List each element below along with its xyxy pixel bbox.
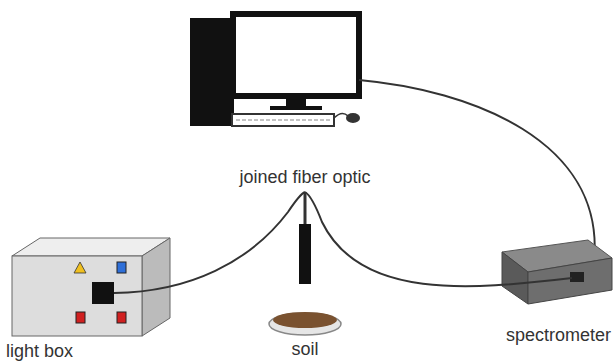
sample-label: soil (291, 340, 318, 360)
mouse (346, 113, 360, 123)
monitor-stand (286, 98, 306, 107)
petri-dish (269, 313, 341, 335)
red-switch (76, 312, 85, 323)
red-switch (117, 312, 126, 323)
component-label: light box (6, 342, 73, 362)
keyboard (232, 114, 334, 126)
component-label: spectrometer (506, 326, 611, 346)
keyboard-keys (236, 120, 330, 121)
fiber-optic (305, 192, 572, 286)
mouse-cord (334, 113, 348, 118)
spectrometer-port (570, 272, 584, 282)
computer-tower (190, 18, 234, 126)
data-cable (359, 80, 595, 262)
light-port (92, 282, 114, 304)
soil-sample (273, 312, 337, 328)
blue-button (117, 262, 126, 273)
fiber-optic (304, 192, 307, 226)
warning-symbol (74, 262, 86, 273)
fiber-probe (299, 224, 311, 284)
fiber-optic (114, 192, 305, 293)
monitor-base (270, 106, 322, 110)
spectrometer-side (502, 252, 528, 304)
fiber-label: joined fiber optic (239, 168, 370, 188)
monitor (233, 14, 359, 96)
light-box-front (12, 256, 142, 336)
